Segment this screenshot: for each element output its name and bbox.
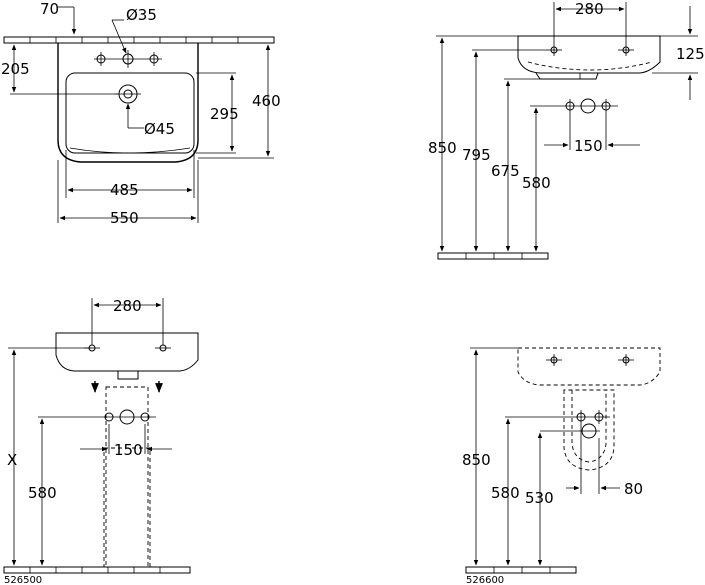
dim-460: 460 bbox=[252, 92, 281, 110]
basin-outline-plan bbox=[57, 43, 199, 163]
semi-pedestal bbox=[563, 389, 615, 471]
dim-150: 150 bbox=[574, 137, 603, 155]
semi-pedestal-view: 850 580 530 80 526600 bbox=[462, 347, 661, 585]
connection-icons bbox=[38, 409, 156, 425]
dim-d35: Ø35 bbox=[126, 6, 157, 24]
dim-580: 580 bbox=[522, 174, 551, 192]
dim-205: 205 bbox=[1, 60, 30, 78]
pedestal-view: 280 X 580 150 526500 bbox=[3, 297, 199, 585]
floor-strip-pedestal bbox=[3, 566, 191, 574]
basin-outline-semi bbox=[517, 347, 661, 386]
wall-strip-top bbox=[3, 36, 275, 44]
dim-850: 850 bbox=[428, 139, 457, 157]
dim-530: 530 bbox=[525, 489, 554, 507]
product-code: 526600 bbox=[466, 575, 504, 585]
pedestal-base bbox=[103, 447, 151, 568]
tap-hole-icons bbox=[546, 354, 634, 366]
pedestal-column bbox=[105, 386, 149, 568]
basin-outline-pedestal bbox=[55, 332, 199, 372]
floor-strip-semi bbox=[465, 566, 577, 574]
dim-125: 125 bbox=[676, 45, 705, 63]
floor-strip-side bbox=[437, 252, 549, 260]
top-view: 70 Ø35 205 460 295 Ø45 485 550 bbox=[1, 0, 281, 227]
dim-150: 150 bbox=[114, 441, 143, 459]
dim-280: 280 bbox=[575, 0, 604, 18]
dim-850: 850 bbox=[462, 451, 491, 469]
tap-hole-icons bbox=[546, 44, 634, 56]
dim-295: 295 bbox=[210, 105, 239, 123]
product-code: 526500 bbox=[4, 575, 42, 585]
side-view: 280 125 850 795 675 580 150 bbox=[428, 0, 705, 260]
dim-d45: Ø45 bbox=[144, 120, 175, 138]
drain-icon bbox=[115, 84, 141, 104]
dim-580: 580 bbox=[491, 484, 520, 502]
dim-675: 675 bbox=[491, 162, 520, 180]
connection-icons bbox=[505, 410, 610, 439]
dim-795: 795 bbox=[462, 146, 491, 164]
pedestal-arrow-icons bbox=[91, 381, 163, 393]
connection-icons bbox=[530, 98, 618, 114]
dim-70: 70 bbox=[40, 0, 59, 18]
dim-550: 550 bbox=[110, 209, 139, 227]
dim-580: 580 bbox=[28, 484, 57, 502]
dim-280: 280 bbox=[113, 297, 142, 315]
tap-hole-icons bbox=[84, 344, 171, 352]
dim-485: 485 bbox=[110, 181, 139, 199]
tap-hole-icons bbox=[94, 50, 162, 68]
dim-80: 80 bbox=[624, 480, 643, 498]
basin-outline-front bbox=[517, 35, 661, 74]
dim-x: X bbox=[7, 451, 17, 469]
